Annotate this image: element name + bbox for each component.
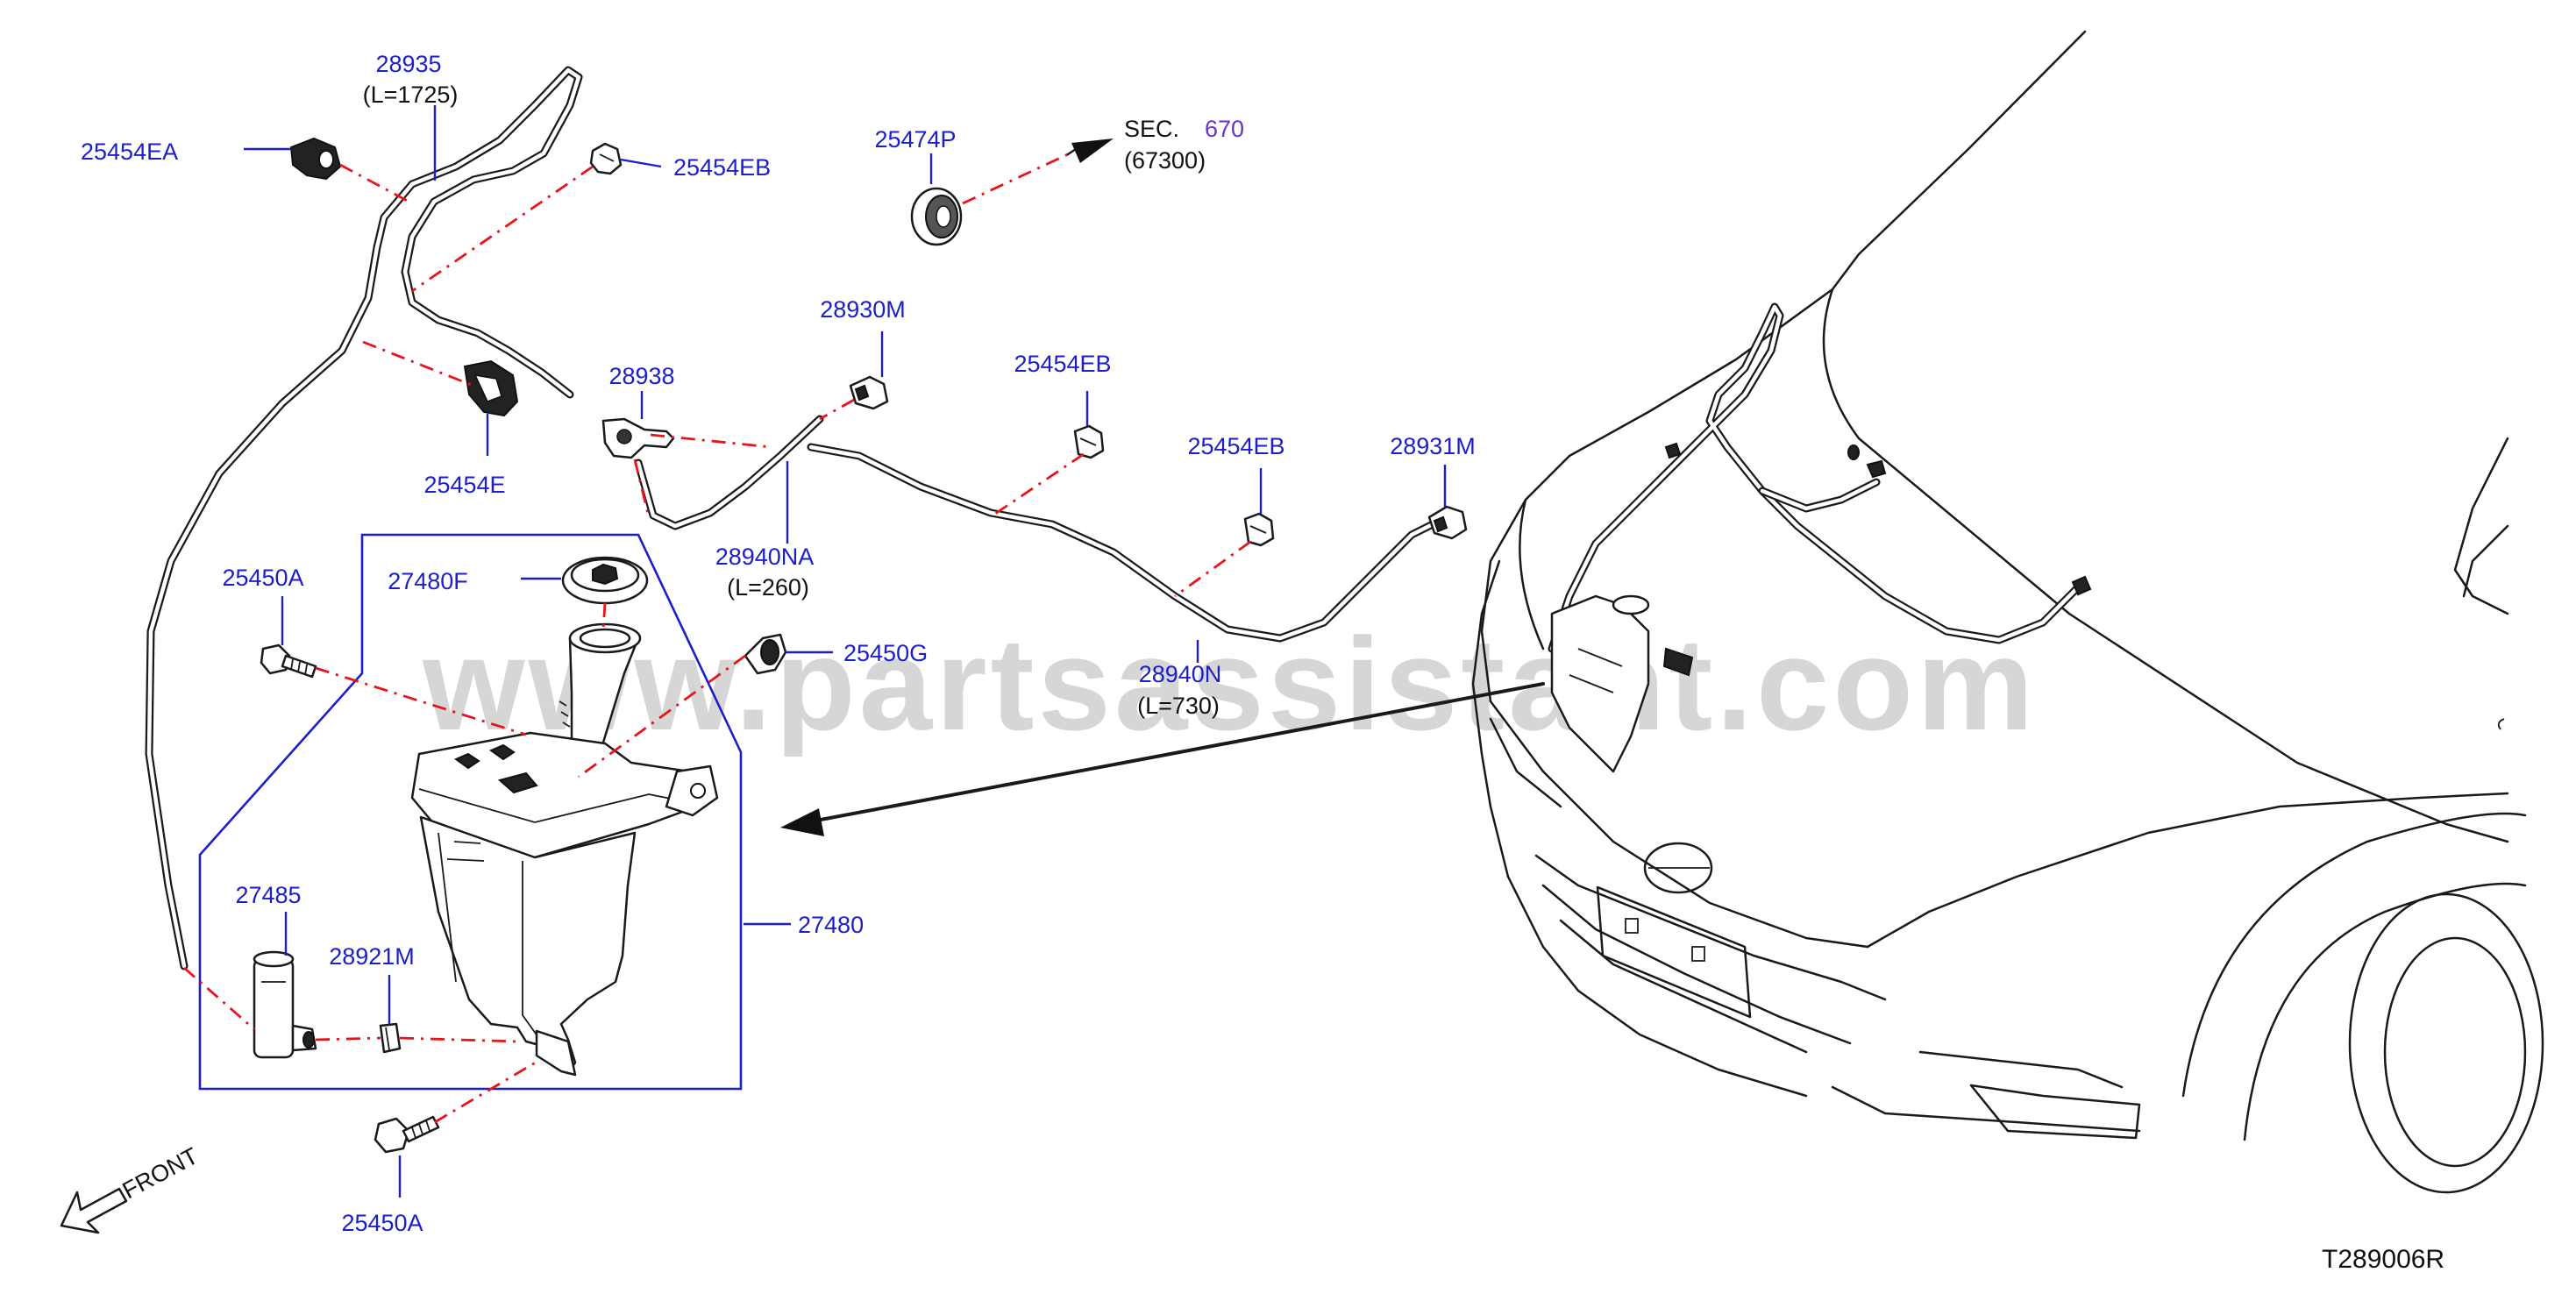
connection-lines <box>183 153 1251 1124</box>
label-27480: 27480 <box>798 912 864 938</box>
grommet-25474P <box>910 187 963 246</box>
bolt-25450A-upper <box>260 643 317 679</box>
label-27485: 27485 <box>235 882 301 908</box>
label-25454E: 25454E <box>423 472 505 498</box>
nozzle-28930M <box>849 375 889 410</box>
label-25450A-upper: 25450A <box>222 565 303 591</box>
sec-arrow <box>1066 139 1114 163</box>
main-hose-28935 <box>145 66 583 970</box>
front-indicator: FRONT <box>60 1142 203 1234</box>
note-28940N: (L=730) <box>1137 693 1220 719</box>
clip-25454EB-top <box>589 142 623 175</box>
label-28930M: 28930M <box>820 296 906 323</box>
watermark: www.partsassistant.com <box>422 610 2037 757</box>
pump-27485 <box>253 950 317 1059</box>
label-28935: 28935 <box>375 51 441 77</box>
label-25454EA: 25454EA <box>81 139 178 165</box>
clip-25454EA <box>289 137 342 181</box>
nozzle-28931M <box>1427 505 1468 540</box>
clip-25454E <box>463 359 519 417</box>
label-25474P: 25474P <box>874 126 956 153</box>
label-25450A-lower: 25450A <box>341 1210 423 1236</box>
label-28940N: 28940N <box>1139 661 1222 687</box>
joint-28938 <box>601 417 675 459</box>
label-25450G: 25450G <box>843 640 928 666</box>
seal-28921M <box>379 1022 402 1054</box>
label-28938: 28938 <box>608 363 674 389</box>
bolt-25450A-lower <box>374 1115 440 1154</box>
cap-27480F <box>561 556 649 605</box>
label-25454EB-top: 25454EB <box>673 154 771 181</box>
clip-25454EB-right <box>1243 512 1275 547</box>
label-28921M: 28921M <box>329 943 415 970</box>
label-28931M: 28931M <box>1390 433 1476 459</box>
grommet-25450G <box>744 633 787 675</box>
label-25454EB-middle: 25454EB <box>1014 351 1111 377</box>
car-illustration <box>1471 30 2544 1194</box>
drawing-code: T289006R <box>2322 1245 2444 1274</box>
note-28940NA: (L=260) <box>727 574 809 601</box>
sec-prefix: SEC. <box>1124 116 1179 142</box>
sec-number: 670 <box>1205 116 1244 142</box>
location-arrow <box>780 682 1545 836</box>
front-label: FRONT <box>118 1142 203 1204</box>
tank-box-27480 <box>198 533 743 1091</box>
hose-28940NA <box>634 415 824 530</box>
sec-sub: (67300) <box>1124 147 1206 174</box>
clip-25454EB-middle <box>1073 424 1105 459</box>
label-25454EB-right: 25454EB <box>1187 433 1284 459</box>
label-27480F: 27480F <box>388 568 468 594</box>
label-28940NA: 28940NA <box>715 544 815 570</box>
washer-tank-27480 <box>410 622 719 1077</box>
note-28935: (L=1725) <box>363 82 459 108</box>
part-labels: 28935 (L=1725) 25454EA 25454EB 25474P SE… <box>81 51 2444 1274</box>
leader-lines <box>244 105 1447 1198</box>
